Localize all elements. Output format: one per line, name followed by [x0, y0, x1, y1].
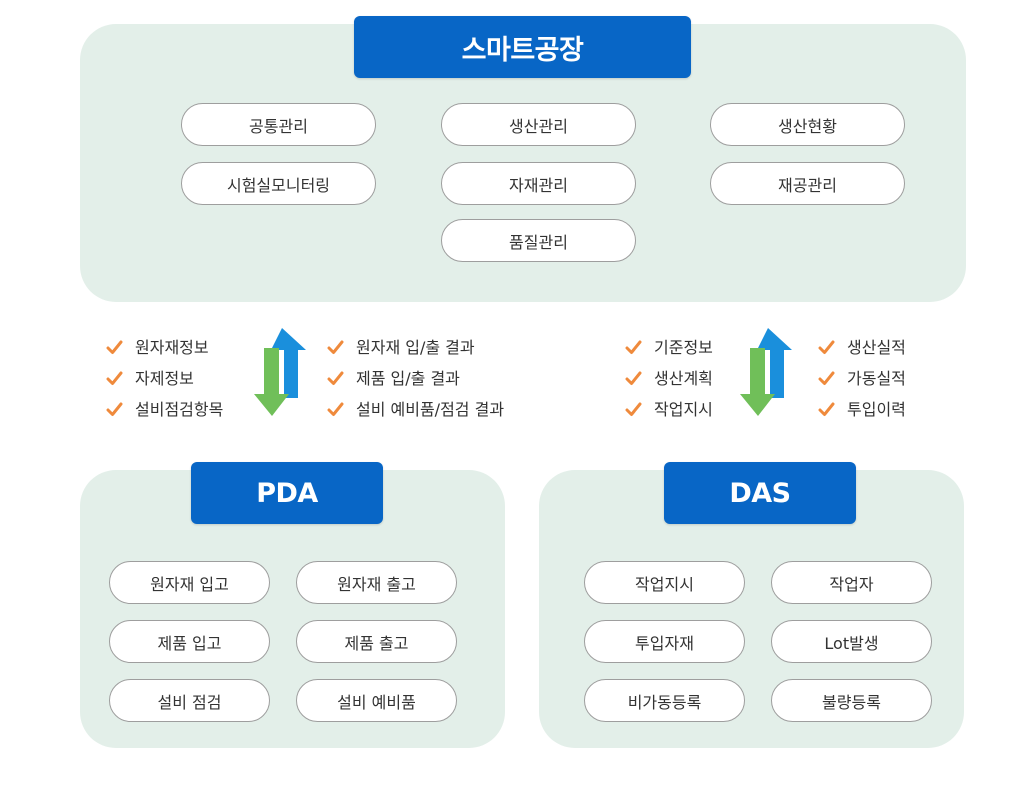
pda-module-raw-material-shipping[interactable]: 원자재 출고	[296, 561, 457, 604]
list-item-label: 원자재 입/출 결과	[356, 338, 475, 357]
list-item: 생산계획	[625, 363, 713, 394]
das-module-input-material[interactable]: 투입자재	[584, 620, 745, 663]
list-item: 기준정보	[625, 332, 713, 363]
list-item: 투입이력	[818, 394, 906, 425]
check-icon	[327, 402, 344, 416]
list-item-label: 제품 입/출 결과	[356, 369, 460, 388]
das-title: DAS	[664, 462, 856, 524]
smart-factory-title: 스마트공장	[354, 16, 691, 78]
module-wip-management[interactable]: 재공관리	[710, 162, 905, 205]
list-item: 작업지시	[625, 394, 713, 425]
check-icon	[106, 340, 123, 354]
check-icon	[106, 371, 123, 385]
pda-module-equipment-inspection[interactable]: 설비 점검	[109, 679, 270, 722]
pda-module-equipment-spare-parts[interactable]: 설비 예비품	[296, 679, 457, 722]
list-item-label: 작업지시	[654, 400, 713, 419]
das-to-system-list: 기준정보 생산계획 작업지시	[625, 332, 713, 425]
list-item-label: 원자재정보	[135, 338, 209, 357]
check-icon	[818, 371, 835, 385]
module-material-management[interactable]: 자재관리	[441, 162, 636, 205]
up-down-arrows-icon	[740, 328, 792, 416]
list-item: 자제정보	[106, 363, 223, 394]
pda-to-system-list: 원자재정보 자제정보 설비점검항목	[106, 332, 223, 425]
check-icon	[106, 402, 123, 416]
check-icon	[818, 340, 835, 354]
list-item-label: 투입이력	[847, 400, 906, 419]
module-quality-management[interactable]: 품질관리	[441, 219, 636, 262]
list-item: 설비점검항목	[106, 394, 223, 425]
pda-module-product-receiving[interactable]: 제품 입고	[109, 620, 270, 663]
check-icon	[327, 371, 344, 385]
pda-module-raw-material-receiving[interactable]: 원자재 입고	[109, 561, 270, 604]
check-icon	[625, 340, 642, 354]
list-item-label: 설비 예비품/점검 결과	[356, 400, 505, 419]
module-production-management[interactable]: 생산관리	[441, 103, 636, 146]
list-item: 원자재 입/출 결과	[327, 332, 504, 363]
das-module-defect-registration[interactable]: 불량등록	[771, 679, 932, 722]
list-item-label: 생산계획	[654, 369, 713, 388]
list-item: 원자재정보	[106, 332, 223, 363]
list-item-label: 자제정보	[135, 369, 194, 388]
list-item: 가동실적	[818, 363, 906, 394]
module-production-status[interactable]: 생산현황	[710, 103, 905, 146]
das-module-downtime-registration[interactable]: 비가동등록	[584, 679, 745, 722]
das-module-work-order[interactable]: 작업지시	[584, 561, 745, 604]
check-icon	[625, 371, 642, 385]
list-item-label: 기준정보	[654, 338, 713, 357]
pda-from-system-list: 원자재 입/출 결과 제품 입/출 결과 설비 예비품/점검 결과	[327, 332, 504, 425]
das-from-system-list: 생산실적 가동실적 투입이력	[818, 332, 906, 425]
list-item: 제품 입/출 결과	[327, 363, 504, 394]
module-lab-monitoring[interactable]: 시험실모니터링	[181, 162, 376, 205]
check-icon	[625, 402, 642, 416]
up-down-arrows-icon	[254, 328, 306, 416]
list-item: 생산실적	[818, 332, 906, 363]
module-common-management[interactable]: 공통관리	[181, 103, 376, 146]
das-module-lot-generation[interactable]: Lot발생	[771, 620, 932, 663]
pda-module-product-shipping[interactable]: 제품 출고	[296, 620, 457, 663]
pda-title: PDA	[191, 462, 383, 524]
check-icon	[818, 402, 835, 416]
list-item: 설비 예비품/점검 결과	[327, 394, 504, 425]
check-icon	[327, 340, 344, 354]
list-item-label: 가동실적	[847, 369, 906, 388]
list-item-label: 생산실적	[847, 338, 906, 357]
list-item-label: 설비점검항목	[135, 400, 224, 419]
das-module-worker[interactable]: 작업자	[771, 561, 932, 604]
